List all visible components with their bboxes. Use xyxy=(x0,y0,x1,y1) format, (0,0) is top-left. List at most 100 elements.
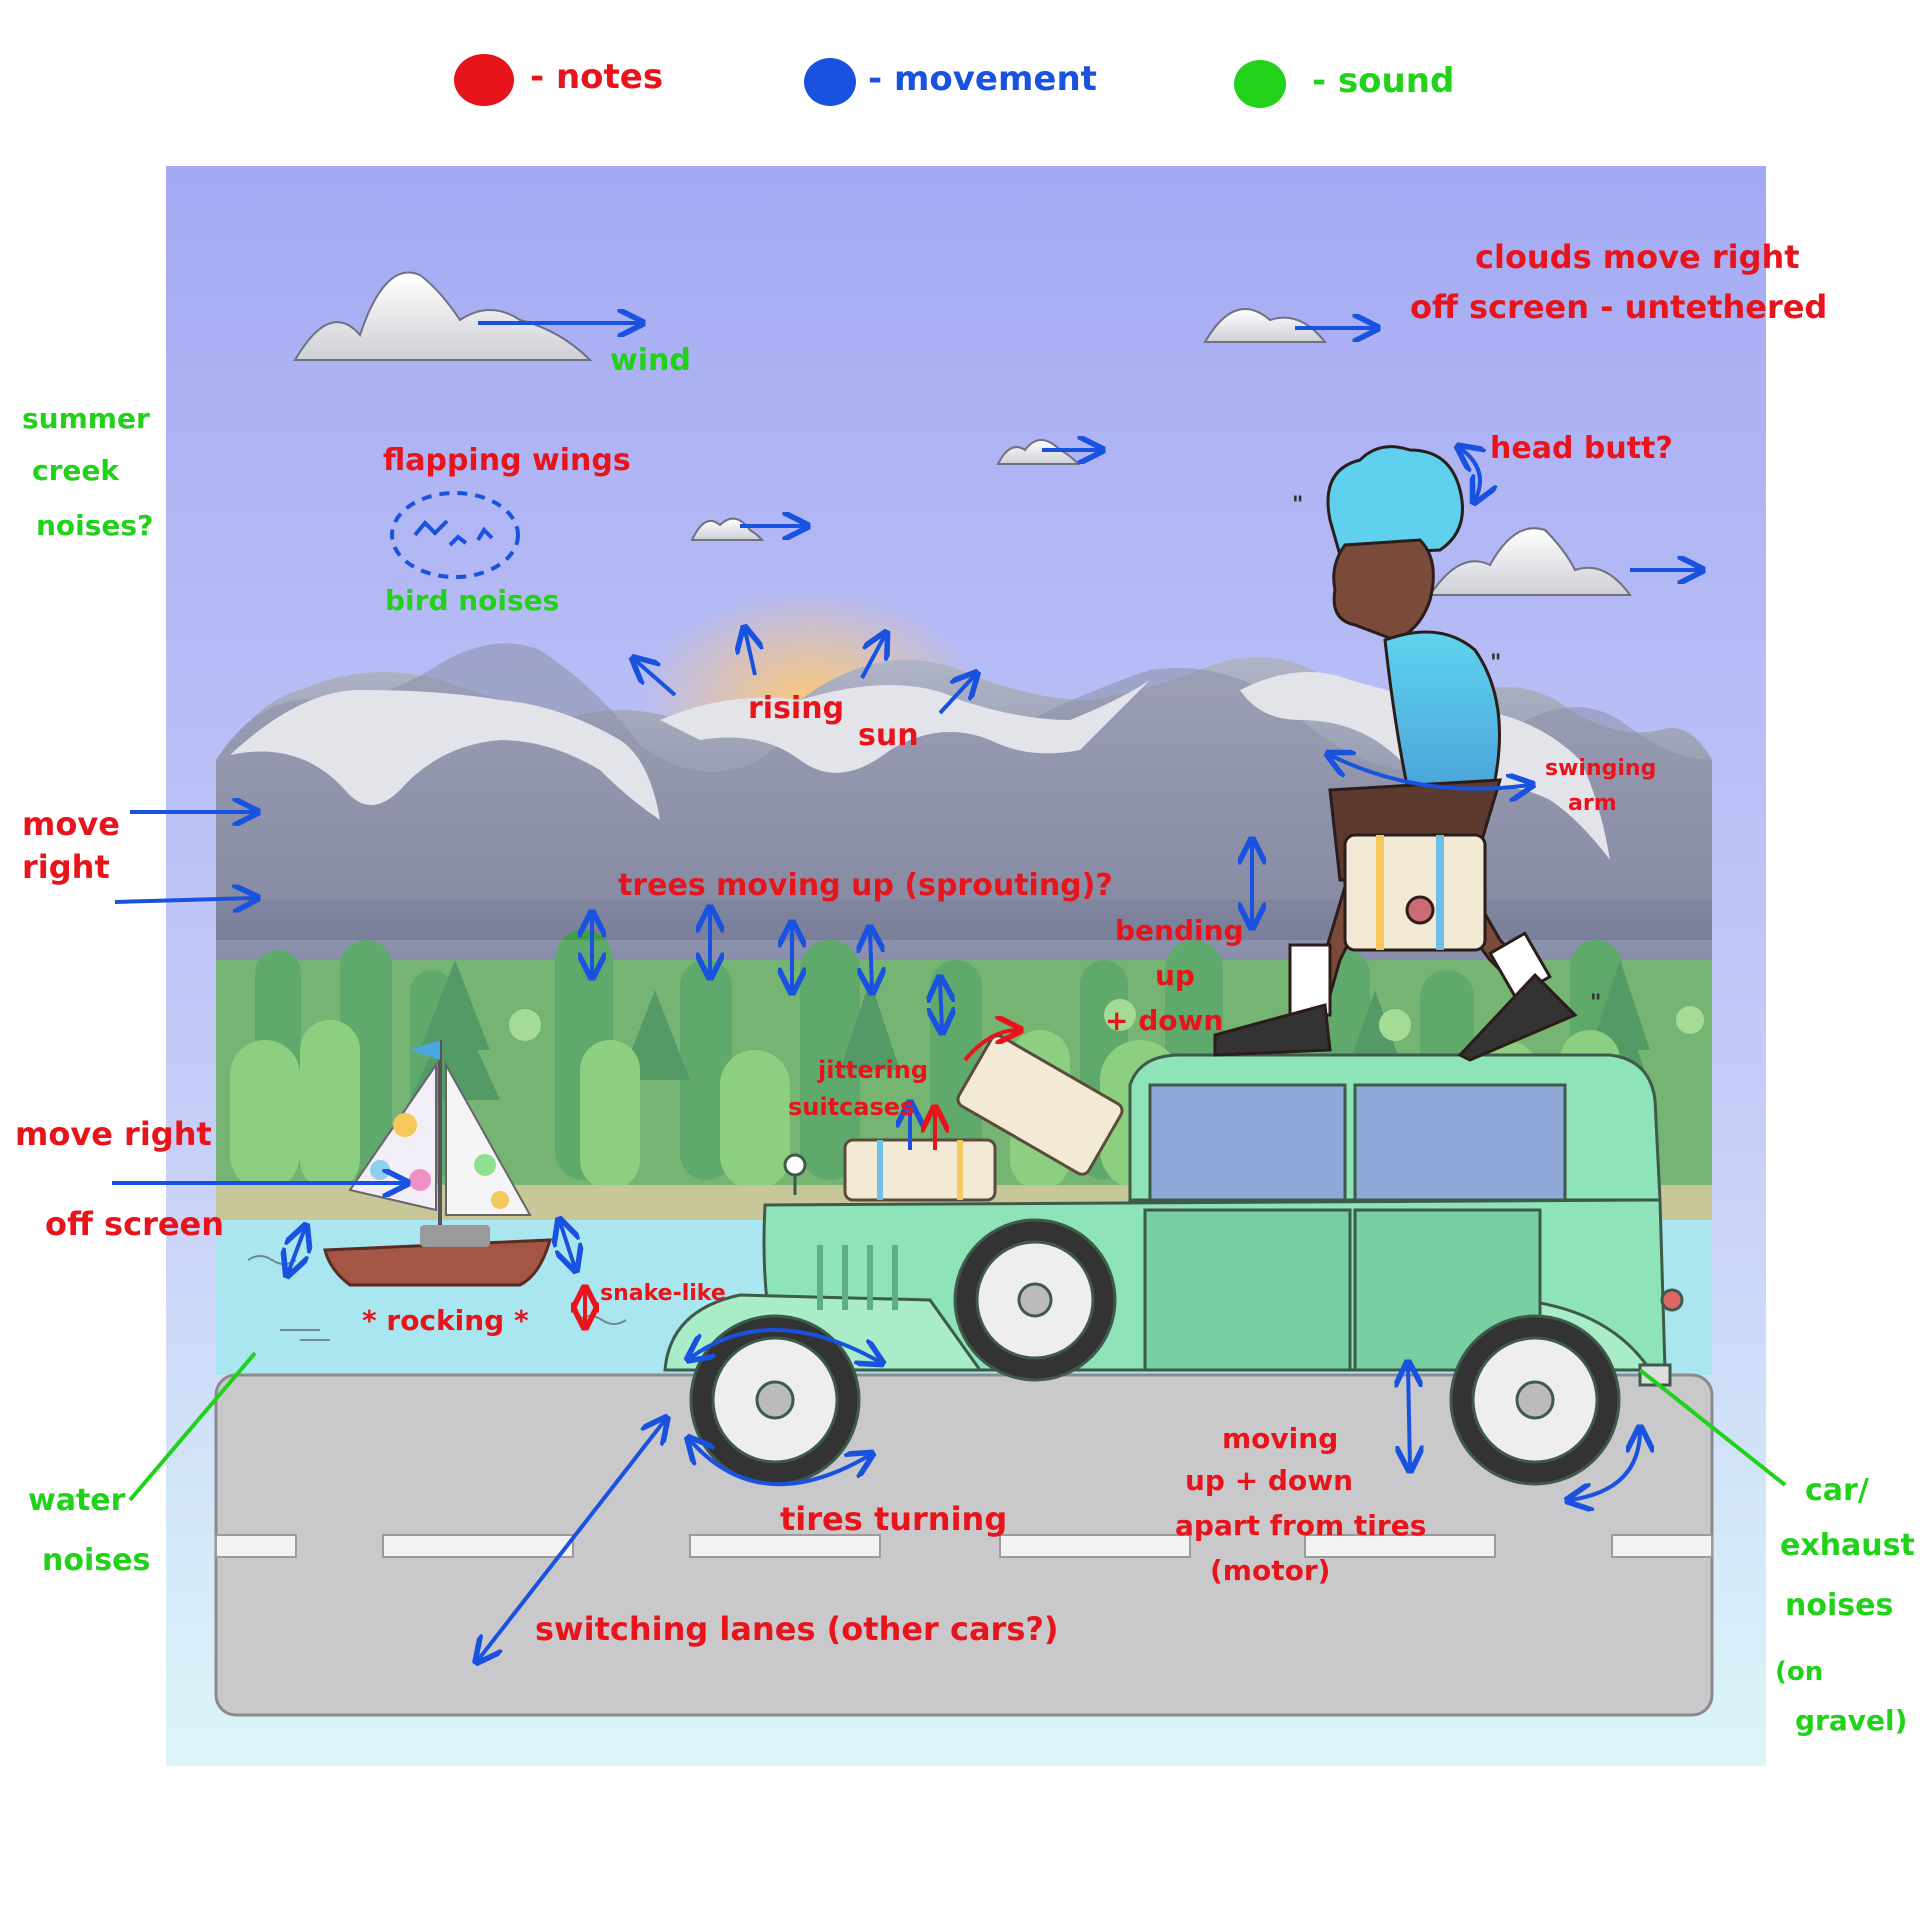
note-bending-3: + down xyxy=(1105,1004,1223,1037)
suitcase-hood-left xyxy=(843,1138,997,1202)
arrow-sun-2 xyxy=(745,630,755,676)
arrow-head-butt xyxy=(1460,448,1480,500)
svg-text:": " xyxy=(1590,991,1601,1016)
note-moving-2: up + down xyxy=(1185,1464,1353,1497)
note-clouds-1: clouds move right xyxy=(1475,238,1800,276)
sound-wind: wind xyxy=(610,343,691,378)
suitcase-hood-right xyxy=(956,1034,1124,1176)
movement-swatch xyxy=(804,58,856,106)
note-sun: sun xyxy=(858,718,919,753)
person-sock-front xyxy=(1288,943,1332,1017)
person-shoe-back xyxy=(1457,972,1578,1062)
arrow-sun-1 xyxy=(635,660,677,697)
sound-water-2: noises xyxy=(42,1543,150,1578)
note-flapping: flapping wings xyxy=(383,443,631,478)
car-bumper xyxy=(1638,1363,1672,1387)
arrow-rear-wheel xyxy=(1570,1430,1640,1500)
note-jittering-1: jittering xyxy=(817,1056,928,1084)
note-jittering-2: suitcases xyxy=(788,1093,914,1121)
arrow-rock-right xyxy=(560,1222,575,1268)
sound-car-3: noises xyxy=(1785,1588,1893,1623)
notes-label: - notes xyxy=(530,57,663,97)
birds xyxy=(413,519,494,547)
note-arrows xyxy=(585,1030,1018,1325)
cloud-small-middle xyxy=(996,439,1081,465)
arrow-jitter-curve xyxy=(963,1030,1018,1062)
sound-bird: bird noises xyxy=(385,584,559,617)
note-move-2: right xyxy=(22,848,110,886)
arrow-trees-4 xyxy=(870,930,872,990)
arrow-sun-3 xyxy=(860,635,885,679)
motion-ticks: " " " xyxy=(1292,493,1601,1016)
sail-jib xyxy=(445,1061,532,1216)
hood-suitcases xyxy=(843,1034,1124,1202)
car-grille xyxy=(817,1245,898,1310)
sound-car-5: gravel) xyxy=(1795,1704,1907,1737)
arrow-switching-lanes xyxy=(478,1420,665,1660)
sound-car-2: exhaust xyxy=(1780,1528,1915,1563)
sound-car-4: (on xyxy=(1775,1657,1823,1687)
boat-flag xyxy=(410,1040,440,1060)
hood-ornament-flower xyxy=(783,1153,807,1177)
arrow-wheel-bottom xyxy=(690,1440,870,1487)
notes-swatch xyxy=(454,54,514,106)
note-rocking: * rocking * xyxy=(362,1304,529,1337)
annotations: clouds move right off screen - untethere… xyxy=(15,238,1915,1737)
note-head-butt: head butt? xyxy=(1490,431,1673,466)
sound-summer-2: creek xyxy=(32,454,120,487)
sound-car-1: car/ xyxy=(1805,1473,1869,1508)
note-trees: trees moving up (sprouting)? xyxy=(618,868,1113,903)
vintage-car xyxy=(663,1053,1684,1486)
legend-sound: - sound xyxy=(1234,60,1454,108)
note-switching: switching lanes (other cars?) xyxy=(535,1610,1059,1648)
car-rear-wheel xyxy=(1449,1314,1621,1486)
person-hair xyxy=(1326,445,1464,557)
sound-summer-1: summer xyxy=(22,402,150,435)
scene-frame xyxy=(166,166,1766,1766)
birds-circle xyxy=(390,491,520,579)
sound-water-1: water xyxy=(28,1483,126,1518)
car-window-rear xyxy=(1353,1083,1567,1202)
note-move-1: move xyxy=(22,805,120,843)
note-rising: rising xyxy=(748,691,844,726)
note-off-screen-1: move right xyxy=(15,1115,212,1153)
sound-summer-3: noises? xyxy=(36,509,153,542)
sound-lines xyxy=(128,1351,1787,1502)
cloud-far-right xyxy=(1428,527,1632,596)
movement-label: - movement xyxy=(868,59,1097,99)
boat-cabin xyxy=(420,1225,490,1247)
sound-swatch xyxy=(1234,60,1286,108)
arrow-rock-left xyxy=(288,1228,305,1273)
note-off-screen-2: off screen xyxy=(45,1205,224,1243)
note-moving-1: moving xyxy=(1222,1422,1338,1455)
carried-suitcase xyxy=(1343,833,1487,952)
car-window-front xyxy=(1148,1083,1347,1202)
arrow-sun-4 xyxy=(938,675,975,715)
note-bending-1: bending xyxy=(1115,914,1244,947)
note-moving-3: apart from tires xyxy=(1175,1509,1426,1542)
car-spare-wheel xyxy=(953,1218,1117,1382)
sound-label: - sound xyxy=(1312,61,1454,101)
movement-arrows xyxy=(112,323,1700,1660)
person-shoe-front xyxy=(1213,1003,1332,1057)
legend: - notes - movement - sound xyxy=(454,54,1454,108)
arrow-car-motor xyxy=(1408,1365,1410,1468)
svg-text:": " xyxy=(1292,493,1303,518)
svg-text:": " xyxy=(1490,651,1501,676)
legend-notes: - notes xyxy=(454,54,663,106)
clouds xyxy=(293,271,1632,596)
sound-line-water xyxy=(128,1351,257,1502)
flower-shrubs xyxy=(509,999,1704,1041)
car-door xyxy=(1143,1208,1352,1372)
arrow-swinging-arm xyxy=(1330,755,1530,789)
note-bending-2: up xyxy=(1155,959,1195,992)
note-swinging-1: swinging xyxy=(1545,756,1656,781)
note-snake: snake-like xyxy=(600,1281,726,1306)
sound-line-car xyxy=(1638,1368,1787,1487)
arrow-trees-5 xyxy=(940,980,942,1030)
note-tires: tires turning xyxy=(780,1500,1007,1538)
arrow-mountain-2 xyxy=(114,898,255,902)
sail-stars xyxy=(370,1113,509,1209)
legend-movement: - movement xyxy=(804,58,1097,106)
